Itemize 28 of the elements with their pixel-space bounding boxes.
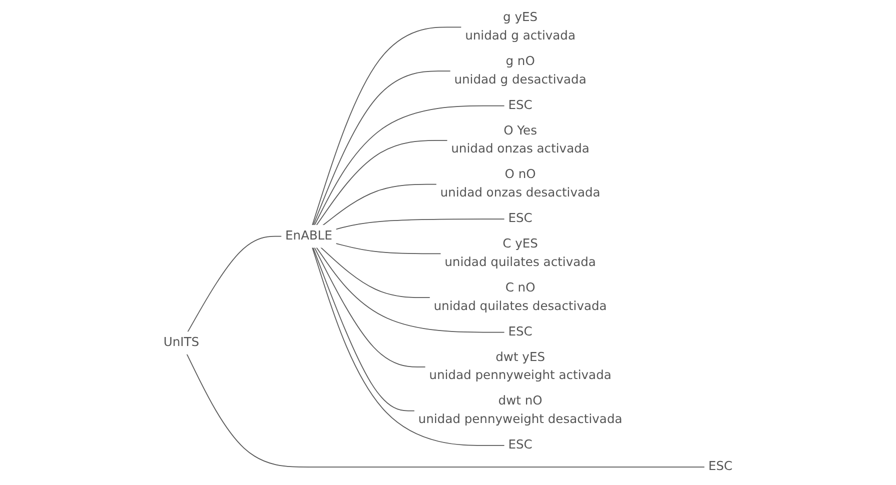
node-text: ESC bbox=[708, 460, 732, 474]
connector bbox=[314, 105, 506, 226]
node-text: UnITS bbox=[164, 336, 200, 350]
node-text: C nO unidad quilates desactivada bbox=[434, 280, 607, 314]
node-text: ESC bbox=[508, 98, 532, 112]
connector bbox=[312, 246, 416, 412]
node-text: g yES unidad g activada bbox=[465, 10, 576, 44]
connector bbox=[322, 184, 438, 226]
connector bbox=[187, 236, 282, 332]
connector bbox=[312, 26, 462, 226]
connector bbox=[316, 246, 506, 333]
connector bbox=[335, 218, 506, 230]
connector bbox=[312, 70, 452, 226]
node-text: dwt yES unidad pennyweight activada bbox=[429, 350, 612, 383]
node-text: g nO unidad g desactivada bbox=[454, 54, 586, 87]
connector bbox=[312, 246, 506, 446]
node-text: C yES unidad quilates activada bbox=[444, 237, 596, 270]
node-text: ESC bbox=[508, 438, 532, 452]
connector bbox=[314, 246, 426, 368]
connector bbox=[320, 246, 431, 298]
connector bbox=[186, 354, 706, 468]
connector bbox=[335, 242, 442, 254]
connector bbox=[316, 140, 448, 226]
node-text: ESC bbox=[508, 212, 532, 226]
node-text: O nO unidad onzas desactivada bbox=[440, 168, 600, 200]
node-text: O Yes unidad onzas activada bbox=[451, 124, 590, 156]
node-text: ESC bbox=[508, 324, 532, 339]
node-text: dwt nO unidad pennyweight desactivada bbox=[418, 394, 622, 427]
